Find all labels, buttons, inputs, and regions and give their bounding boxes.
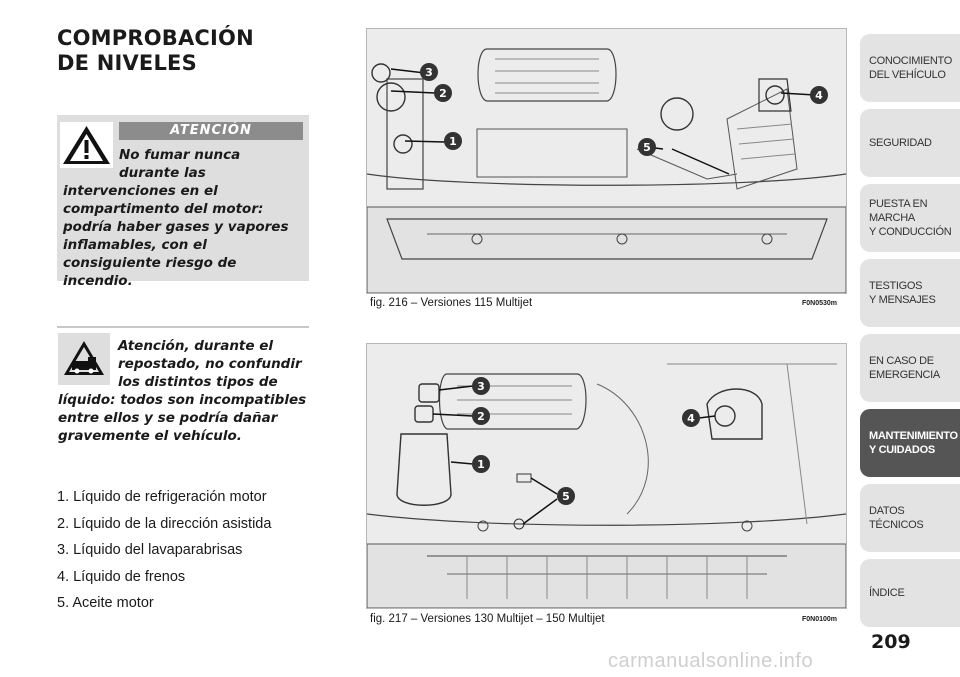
page-title: COMPROBACIÓN DE NIVELES (57, 26, 254, 76)
tab-seguridad[interactable]: SEGURIDAD (860, 109, 960, 177)
figure-caption: fig. 217 – Versiones 130 Multijet – 150 … (370, 613, 605, 625)
engine-bay-illustration-217: 1 2 3 4 5 (367, 344, 846, 608)
warning-triangle-icon (60, 122, 113, 168)
tab-label: EN CASO DE EMERGENCIA (869, 355, 940, 381)
warning-body: intervenciones en el compartimento del m… (63, 183, 289, 289)
figure-caption: fig. 216 – Versiones 115 Multijet (370, 297, 533, 309)
tab-label: CONOCIMIENTO DEL VEHÍCULO (869, 55, 952, 81)
warning-header: ATENCIÓN (119, 122, 303, 140)
list-item: 4. Líquido de frenos (57, 568, 186, 585)
list-item: 1. Líquido de refrigeración motor (57, 489, 267, 505)
figure-code: F0N0100m (802, 616, 838, 623)
tab-label: DATOS TÉCNICOS (869, 505, 924, 531)
fluid-list: 1. Líquido de refrigeración motor 2. Líq… (57, 484, 271, 617)
marker-label: 1 (449, 135, 457, 148)
tab-datos-tecnicos[interactable]: DATOS TÉCNICOS (860, 484, 960, 552)
tab-label: PUESTA EN MARCHA Y CONDUCCIÓN (869, 198, 952, 238)
engine-figure-216: 1 2 3 4 5 (366, 28, 847, 294)
tab-puesta-en-marcha[interactable]: PUESTA EN MARCHA Y CONDUCCIÓN (860, 184, 960, 252)
note-line-1: Atención, durante el (118, 338, 274, 354)
divider (57, 326, 309, 328)
note-line-2: repostado, no confundir (118, 356, 302, 372)
warning-text: No fumar nunca durante las intervencione… (63, 146, 308, 290)
marker-label: 4 (687, 412, 695, 425)
page-number: 209 (871, 631, 911, 653)
engine-bay-illustration-216: 1 2 3 4 5 (367, 29, 846, 293)
tab-emergencia[interactable]: EN CASO DE EMERGENCIA (860, 334, 960, 402)
marker-label: 2 (477, 410, 485, 423)
marker-label: 5 (643, 141, 651, 154)
tab-label: ÍNDICE (869, 587, 905, 599)
tab-indice[interactable]: ÍNDICE (860, 559, 960, 627)
watermark: carmanualsonline.info (608, 650, 814, 672)
note-body: líquido: todos son incompatibles entre e… (58, 392, 307, 444)
marker-label: 3 (477, 380, 485, 393)
warning-line-1: No fumar nunca (119, 147, 241, 163)
list-item: 2. Líquido de la dirección asistida (57, 515, 272, 532)
title-line-2: DE NIVELES (57, 51, 197, 75)
list-item: 3. Líquido del lavaparabrisas (57, 542, 243, 558)
marker-label: 4 (815, 89, 823, 102)
tab-mantenimiento[interactable]: MANTENIMIENTO Y CUIDADOS (860, 409, 960, 477)
tab-label: TESTIGOS Y MENSAJES (869, 280, 936, 306)
tab-label: SEGURIDAD (869, 137, 932, 149)
figure-code: F0N0530m (802, 300, 838, 307)
marker-badges: 1 2 3 4 5 (472, 377, 700, 505)
marker-label: 5 (562, 490, 570, 503)
engine-figure-217: 1 2 3 4 5 (366, 343, 847, 609)
tab-label: MANTENIMIENTO Y CUIDADOS (869, 430, 958, 456)
warning-line-2: durante las (119, 165, 206, 181)
marker-badges: 1 2 3 4 5 (420, 63, 828, 156)
marker-label: 2 (439, 87, 447, 100)
note-line-3: los distintos tipos de (118, 374, 278, 390)
title-line-1: COMPROBACIÓN (57, 26, 254, 50)
tab-conocimiento[interactable]: CONOCIMIENTO DEL VEHÍCULO (860, 34, 960, 102)
tab-testigos[interactable]: TESTIGOS Y MENSAJES (860, 259, 960, 327)
note-text: Atención, durante el repostado, no confu… (58, 337, 310, 445)
marker-label: 3 (425, 66, 433, 79)
list-item: 5. Aceite motor (57, 595, 154, 611)
vehicle-warning-icon (58, 333, 110, 385)
marker-label: 1 (477, 458, 485, 471)
